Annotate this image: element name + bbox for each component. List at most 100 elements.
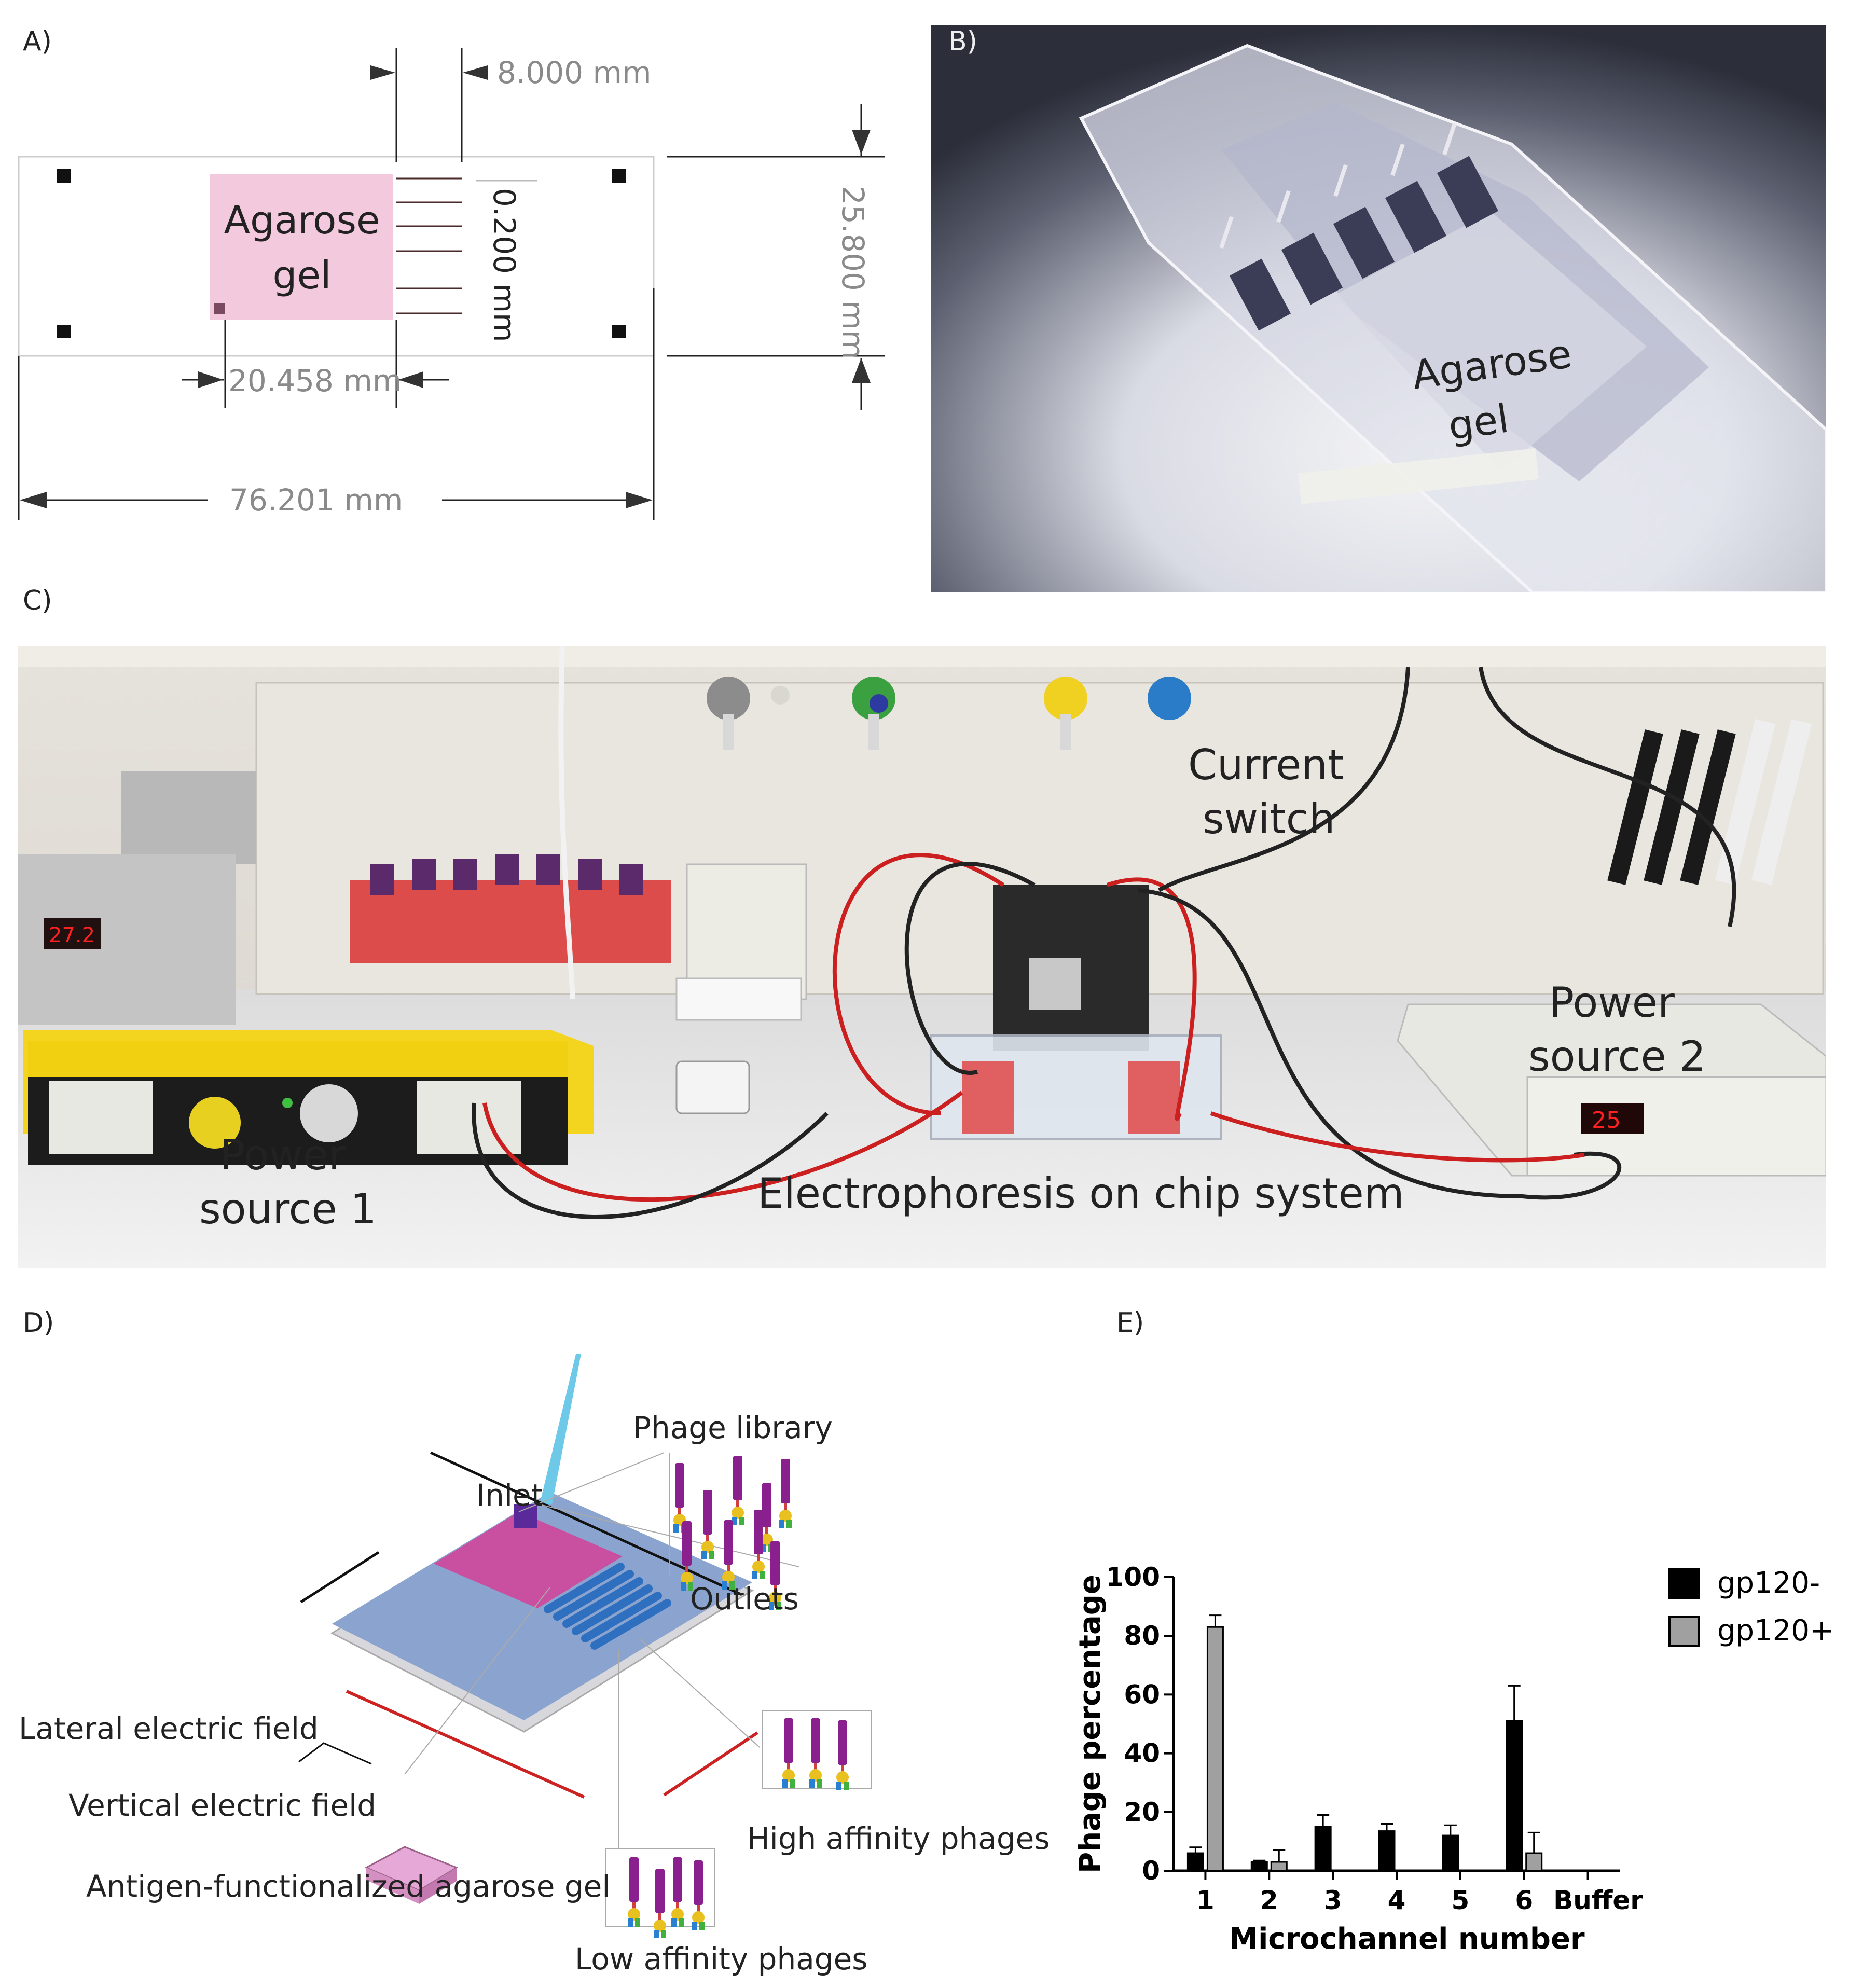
dim-gel-length: 20.458 mm (228, 363, 402, 398)
outlet-line (430, 1451, 743, 1596)
chip-outline (18, 156, 655, 357)
alignment-mark (57, 169, 71, 183)
bar-gp120- (1506, 1720, 1523, 1872)
lab-setup-illustration: 27.2 (18, 646, 1826, 1268)
label-outlets: Outlets (690, 1581, 799, 1617)
label-lateral-field: Lateral electric field (19, 1711, 319, 1746)
y-tick-label: 100 (1106, 1562, 1160, 1592)
label-power-source-1-b: source 1 (199, 1185, 377, 1233)
gel-label-line1: Agarose (224, 198, 380, 243)
dim-chip-length: 76.201 mm (229, 482, 403, 518)
cables (472, 646, 1736, 1219)
y-tick-label: 20 (1124, 1797, 1160, 1827)
power-source-1 (23, 1030, 594, 1165)
vertical-field-line-right (663, 1731, 758, 1797)
y-tick-label: 80 (1124, 1621, 1160, 1651)
bar-gp120+ (1525, 1852, 1543, 1872)
chip-photo-illustration: Agarose gel (931, 25, 1826, 592)
gel-in-photo (1335, 212, 1647, 471)
y-axis-label: Phage percentage (1073, 1575, 1107, 1873)
label-low-affinity: Low affinity phages (575, 1941, 867, 1977)
outlet-channels (544, 1563, 671, 1650)
x-tick-label: Buffer (1553, 1885, 1643, 1915)
lateral-field-line (300, 1551, 380, 1604)
channel-wells (1229, 156, 1499, 331)
x-tick-label: 1 (1196, 1885, 1215, 1915)
label-current-switch-2: switch (1203, 795, 1335, 843)
callout-lines (404, 1452, 799, 1852)
phage-library-group (669, 1453, 792, 1610)
y-tick-label: 0 (1142, 1856, 1160, 1886)
selection-schematic: Phage library Inlet Outlets Lateral elec… (19, 1354, 1050, 1977)
bar-gp120- (1250, 1861, 1268, 1872)
x-tick-label: 2 (1260, 1885, 1278, 1915)
panel-label-d: D) (23, 1307, 54, 1338)
lab-setup-photo: 27.2 (18, 646, 1826, 1268)
bar-gp120- (1442, 1834, 1459, 1872)
heater-display: 27.2 (49, 923, 95, 947)
panel-label-b: B) (948, 26, 977, 57)
tube-rack (350, 880, 671, 963)
legend-swatch-gp120- (1668, 1568, 1700, 1599)
wall-valves (707, 677, 1191, 750)
electrophoresis-chamber (930, 1034, 1222, 1140)
box (686, 863, 807, 1000)
power-source-2: 25 (1397, 1003, 1826, 1177)
dim-channel-width: 8.000 mm (497, 55, 651, 90)
label-high-affinity: High affinity phages (747, 1821, 1050, 1856)
x-tick-label: 6 (1515, 1885, 1533, 1915)
gel-slab (434, 1512, 623, 1608)
chip-photo: Agarose gel (931, 25, 1826, 592)
tubes (370, 854, 643, 895)
field-arrows (298, 1742, 372, 1765)
dimension-arrows (20, 65, 871, 508)
chip-slab (332, 1492, 752, 1720)
label-power-source-2-b: source 2 (1528, 1032, 1706, 1081)
agarose-gel-region (210, 174, 393, 320)
bar-gp120- (1314, 1826, 1332, 1872)
pipettes (1607, 719, 1812, 886)
legend-swatch-gp120+ (1668, 1616, 1700, 1647)
label-current-switch-1: Current (1188, 741, 1344, 789)
label-phage-library: Phage library (633, 1410, 833, 1445)
panel-label-e: E) (1116, 1307, 1144, 1338)
panel-label-a: A) (23, 26, 52, 57)
dim-channel-gap: 0.200 mm (487, 188, 522, 342)
x-axis-label: Microchannel number (1229, 1922, 1585, 1956)
label-power-source-2-a: Power (1549, 978, 1675, 1027)
alignment-mark (612, 325, 626, 338)
legend-label-gp120+: gp120+ (1717, 1614, 1834, 1648)
bar-gp120+ (1270, 1861, 1288, 1872)
label-power-source-1-a: Power (220, 1131, 346, 1179)
x-tick-label: 3 (1324, 1885, 1342, 1915)
pipette-tip (540, 1354, 581, 1504)
bar-gp120- (1186, 1852, 1204, 1872)
dim-chip-height: 25.800 mm (835, 186, 871, 359)
dimension-lines (18, 48, 885, 520)
x-tick-label: 5 (1451, 1885, 1469, 1915)
panel-label-c: C) (23, 585, 52, 616)
alignment-mark (57, 325, 71, 338)
label-antigen-gel: Antigen-functionalized agarose gel (86, 1869, 610, 1904)
label-vertical-field: Vertical electric field (68, 1788, 376, 1823)
photo-gel-label-2: gel (1445, 395, 1511, 449)
vertical-field-line-left (346, 1690, 585, 1799)
label-electrophoresis-system: Electrophoresis on chip system (757, 1169, 1404, 1218)
y-tick-label: 60 (1124, 1679, 1160, 1709)
heater-block (121, 771, 256, 864)
alignment-mark (612, 169, 626, 183)
legend-label-gp120-: gp120- (1717, 1566, 1820, 1600)
y-tick-label: 40 (1124, 1738, 1160, 1769)
label-inlet: Inlet (476, 1478, 543, 1513)
bar-gp120- (1378, 1830, 1396, 1872)
gel-label-line2: gel (272, 253, 331, 298)
gel-inlet-mark (214, 303, 225, 314)
channel-pins (1219, 122, 1457, 249)
bar-gp120+ (1206, 1626, 1224, 1872)
x-tick-label: 4 (1388, 1885, 1406, 1915)
microchannel-lines (396, 177, 462, 314)
timer (675, 1060, 750, 1114)
power-source-2-display: 25 (1592, 1107, 1621, 1134)
chip-schematic: Agarose gel 8.000 mm 76.201 mm 20.458 mm… (18, 48, 885, 520)
